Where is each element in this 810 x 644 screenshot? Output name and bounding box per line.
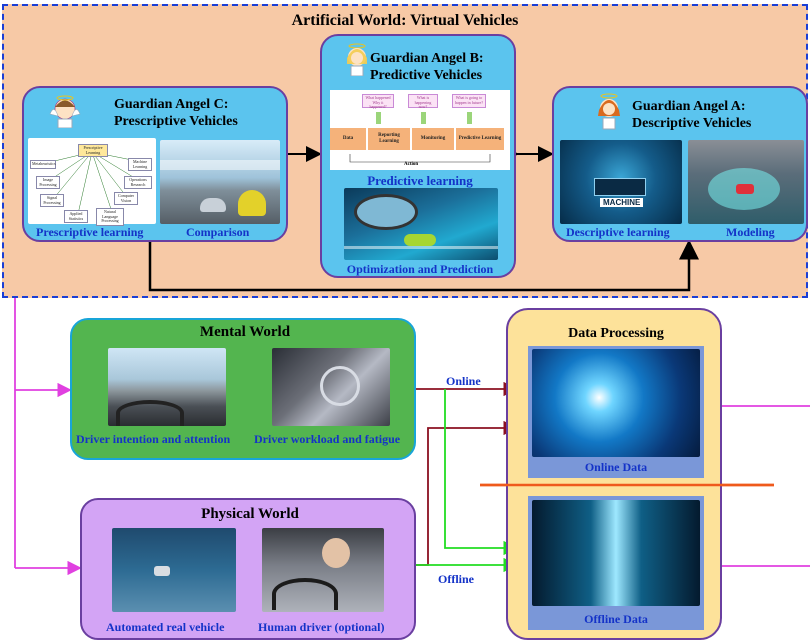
flow-step: Reporting Learning [368, 128, 410, 150]
descriptive-learning-image: MACHINE [560, 140, 682, 224]
mental-caption-left: Driver intention and attention [76, 432, 231, 446]
flow-step: Data [330, 128, 366, 150]
online-data-frame: Online Data [528, 346, 704, 478]
online-data-label: Online Data [584, 460, 648, 474]
angel-a-caption-left: Descriptive learning [566, 225, 670, 239]
human-driver-image [262, 528, 384, 612]
angel-c-caption-left: Prescriptive learning [36, 225, 144, 239]
automated-vehicle-image [112, 528, 236, 612]
question-box: What happened Why it happened? [362, 94, 394, 109]
angel-c-avatar-icon [49, 95, 81, 128]
mindmap-node: Natural Language Processing [96, 208, 124, 226]
mental-world-panel: Mental World Driver intention and attent… [70, 318, 416, 460]
mindmap-root: Prescriptive Learning [78, 144, 108, 157]
mindmap-node: Image Processing [36, 176, 60, 189]
flow-step: Predictive Learning [456, 128, 504, 150]
flow-action-label: Action [404, 162, 419, 167]
mental-caption-right: Driver workload and fatigue [254, 432, 401, 446]
online-data-image [532, 349, 700, 457]
angel-c-title: Guardian Angel C: Prescriptive Vehicles [114, 96, 238, 130]
driver-workload-image [272, 348, 390, 426]
angel-b-caption-mid: Predictive learning [367, 173, 473, 188]
mindmap-node: Signal Processing [40, 194, 64, 207]
angel-a-panel: Guardian Angel A: Descriptive Vehicles M… [552, 86, 808, 242]
online-connector-label: Online [446, 374, 481, 388]
comparison-image [160, 140, 280, 224]
physical-caption-left: Automated real vehicle [106, 620, 225, 634]
data-processing-panel: Data Processing Online Data Offline Data [506, 308, 722, 640]
mindmap-node: Machine Learning [128, 158, 152, 171]
angel-b-caption-bottom: Optimization and Prediction [346, 262, 494, 276]
predictive-flow-diagram: What happened Why it happened? What is h… [330, 90, 510, 170]
angel-b-title: Guardian Angel B: Predictive Vehicles [370, 50, 484, 84]
mindmap-node: Computer Vision [114, 192, 138, 205]
angel-b-panel: Guardian Angel B: Predictive Vehicles Wh… [320, 34, 516, 278]
question-box: What is going to happen in future? [452, 94, 486, 108]
machine-screen-text: MACHINE [600, 198, 644, 207]
angel-c-panel: Guardian Angel C: Prescriptive Vehicles … [22, 86, 288, 242]
online-to-offline-arrow [444, 389, 518, 556]
driver-intention-image [108, 348, 226, 426]
question-box: What is happening now? [408, 94, 438, 109]
angel-c-title-line1: Guardian Angel C: [114, 97, 229, 112]
prescriptive-mindmap: Prescriptive Learning Metaheuristics Ima… [28, 138, 156, 226]
angel-c-caption-right: Comparison [186, 225, 250, 239]
modeling-image [688, 140, 804, 224]
offline-data-image [532, 500, 700, 606]
offline-connector-label: Offline [438, 572, 474, 586]
angel-b-title-line1: Guardian Angel B: [370, 51, 484, 66]
mindmap-node: Metaheuristics [30, 160, 56, 169]
mental-world-title: Mental World [199, 324, 291, 340]
angel-b-avatar-icon [347, 43, 367, 76]
angel-a-title: Guardian Angel A: Descriptive Vehicles [632, 98, 751, 132]
angel-a-caption-right: Modeling [726, 225, 775, 239]
physical-world-panel: Physical World Automated real vehicle Hu… [80, 498, 416, 640]
physical-caption-right: Human driver (optional) [258, 620, 385, 634]
prediction-image [344, 188, 498, 260]
angel-a-title-line1: Guardian Angel A: [632, 99, 746, 114]
angel-b-title-line2: Predictive Vehicles [370, 68, 483, 83]
flow-arrows [349, 112, 491, 163]
physical-world-title: Physical World [201, 506, 299, 522]
angel-c-title-line2: Prescriptive Vehicles [114, 114, 238, 129]
angel-a-avatar-icon [598, 93, 620, 130]
link-c-a-loop [140, 224, 699, 292]
mindmap-node: Operations Research [124, 176, 152, 189]
offline-data-label: Offline Data [584, 612, 648, 626]
artificial-world-title: Artificial World: Virtual Vehicles [291, 12, 519, 29]
offline-data-frame: Offline Data [528, 496, 704, 630]
flow-step: Monitoring [412, 128, 454, 150]
mindmap-node: Applied Statistics [64, 210, 88, 223]
data-processing-title: Data Processing [568, 326, 664, 341]
angel-a-title-line2: Descriptive Vehicles [632, 116, 752, 131]
